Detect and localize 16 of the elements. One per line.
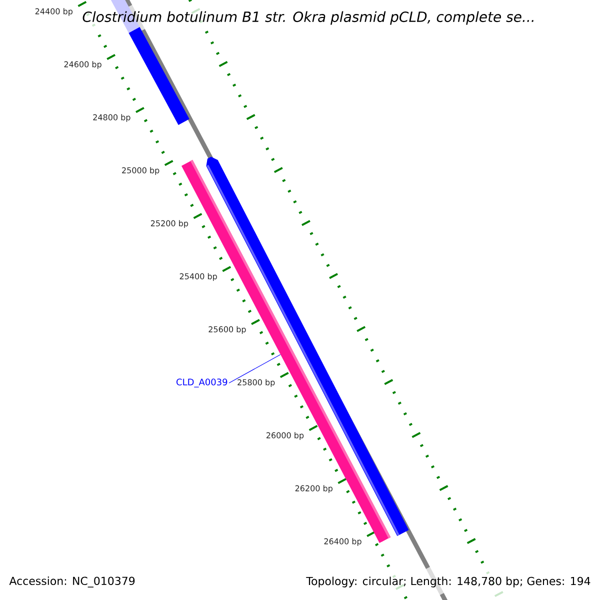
scale-label: 24400 bp [35,8,73,16]
scale-label: 24600 bp [64,61,102,69]
scale-label: 25400 bp [180,273,217,281]
gene-label: CLD_A0039 [176,378,228,388]
scale-label: 24800 bp [93,114,130,122]
title: Clostridium botulinum B1 str. Okra plasmid pCLD, complete se... [82,11,534,25]
leader-line [228,354,281,384]
scale-label: 26000 bp [266,432,304,440]
scale-label: 25600 bp [208,326,246,334]
scale-label: 26200 bp [295,485,332,493]
scale-label: 25000 bp [122,167,160,175]
accession-text: Accession: NC_010379 [9,576,135,588]
scale-label: 25200 bp [150,220,188,228]
scale-label: 26400 bp [324,538,362,546]
scale-label: 25800 bp [238,379,275,387]
summary-text: Topology: circular; Length: 148,780 bp; Genes: 194 [306,576,590,588]
